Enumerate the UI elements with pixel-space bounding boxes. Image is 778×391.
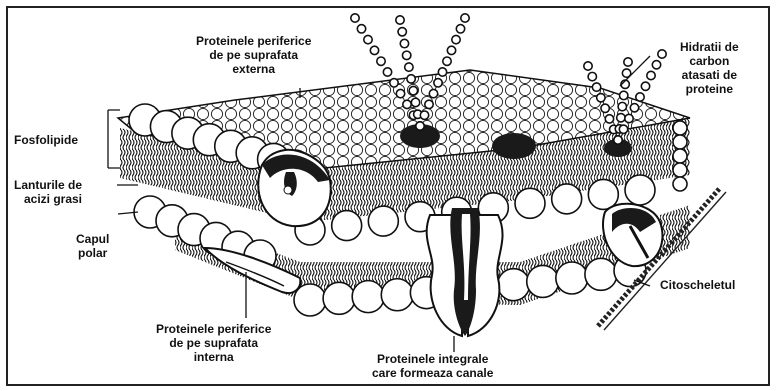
sugar-unit [624, 58, 632, 66]
sugar-unit [390, 79, 398, 87]
sugar-unit [429, 89, 437, 97]
sugar-unit [620, 91, 628, 99]
sugar-unit [605, 115, 613, 123]
label-periferice-externa-line-1: Proteinele periferice [196, 34, 311, 48]
label-hidratii-line-2: carbon [680, 54, 739, 68]
sugar-unit [625, 114, 633, 122]
sugar-unit [383, 68, 391, 76]
phospholipid-head [673, 149, 687, 163]
sugar-unit [641, 82, 649, 90]
label-lanturile-line-1: Lanturile de [14, 178, 82, 192]
label-lanturile: Lanturile de acizi grasi [14, 178, 82, 206]
phospholipid-head [323, 282, 355, 314]
sugar-unit [614, 136, 622, 144]
sugar-unit [636, 93, 644, 101]
sugar-unit [357, 25, 365, 33]
sugar-unit [402, 51, 410, 59]
label-periferice-externa-line-3: externa [196, 62, 311, 76]
label-periferice-externa-line-2: de pe suprafata [196, 48, 311, 62]
side-head-column [673, 121, 687, 191]
label-periferice-interna: Proteinele periferice de pe suprafata in… [156, 322, 271, 364]
phospholipid-head [625, 175, 655, 205]
label-integrale: Proteinele integrale care formeaza canal… [372, 352, 493, 380]
phospholipid-head [585, 258, 617, 290]
sugar-unit [658, 50, 666, 58]
sugar-unit [452, 35, 460, 43]
sugar-unit [396, 16, 404, 24]
sugar-unit [592, 83, 600, 91]
phospholipid-head [515, 188, 545, 218]
sugar-unit [351, 14, 359, 22]
label-integrale-line-2: care formeaza canale [372, 366, 493, 380]
sugar-unit [377, 57, 385, 65]
phospholipid-head [673, 135, 687, 149]
phospholipid-head [332, 211, 362, 241]
label-fosfolipide-text: Fosfolipide [14, 133, 78, 147]
sugar-unit [398, 28, 406, 36]
label-periferice-interna-line-2: de pe suprafata [156, 336, 271, 350]
sugar-unit [617, 114, 625, 122]
label-fosfolipide: Fosfolipide [14, 133, 78, 147]
sugar-unit [409, 86, 417, 94]
sugar-unit [647, 71, 655, 79]
phospholipid-head [352, 281, 384, 313]
phospholipid-head [673, 121, 687, 135]
label-citoscheletul-text: Citoscheletul [660, 278, 735, 292]
sugar-unit [425, 100, 433, 108]
sugar-unit [396, 89, 404, 97]
sugar-unit [364, 35, 372, 43]
phospholipid-head [552, 184, 582, 214]
sugar-unit [443, 57, 451, 65]
sugar-unit [601, 104, 609, 112]
sugar-unit [370, 46, 378, 54]
sugar-unit [456, 25, 464, 33]
label-hidratii-line-3: atasati de [680, 68, 739, 82]
phospholipid-head [498, 269, 530, 301]
label-hidratii-line-4: proteine [680, 82, 739, 96]
phospholipid-head [381, 279, 413, 311]
sugar-unit [461, 14, 469, 22]
label-capul-line-1: Capul [76, 232, 109, 246]
label-hidratii-line-1: Hidratii de [680, 40, 739, 54]
sugar-unit [597, 94, 605, 102]
sugar-unit [588, 72, 596, 80]
sugar-unit [405, 63, 413, 71]
label-periferice-externa: Proteinele periferice de pe suprafata ex… [196, 34, 311, 76]
sugar-unit [584, 62, 592, 70]
sugar-unit [438, 68, 446, 76]
sugar-unit [416, 122, 424, 130]
sugar-unit [652, 61, 660, 69]
sugar-unit [434, 79, 442, 87]
sugar-unit [403, 100, 411, 108]
phospholipid-head [556, 262, 588, 294]
label-capul-line-2: polar [76, 246, 109, 260]
sugar-unit [411, 98, 419, 106]
sugar-unit [447, 46, 455, 54]
sugar-unit [618, 102, 626, 110]
phospholipid-head [527, 265, 559, 297]
phospholipid-head [368, 206, 398, 236]
label-citoscheletul: Citoscheletul [660, 278, 735, 292]
sugar-unit [619, 125, 627, 133]
label-periferice-interna-line-3: interna [156, 350, 271, 364]
sugar-unit [420, 111, 428, 119]
label-lanturile-line-2: acizi grasi [14, 192, 82, 206]
phospholipid-head [673, 177, 687, 191]
sugar-unit [400, 39, 408, 47]
sugar-unit [407, 75, 415, 83]
sugar-unit [630, 104, 638, 112]
label-integrale-line-1: Proteinele integrale [372, 352, 493, 366]
label-capul: Capul polar [76, 232, 109, 260]
label-periferice-interna-line-1: Proteinele periferice [156, 322, 271, 336]
label-hidratii: Hidratii de carbon atasati de proteine [680, 40, 739, 96]
channel-protein [427, 208, 503, 336]
phospholipid-head [673, 163, 687, 177]
